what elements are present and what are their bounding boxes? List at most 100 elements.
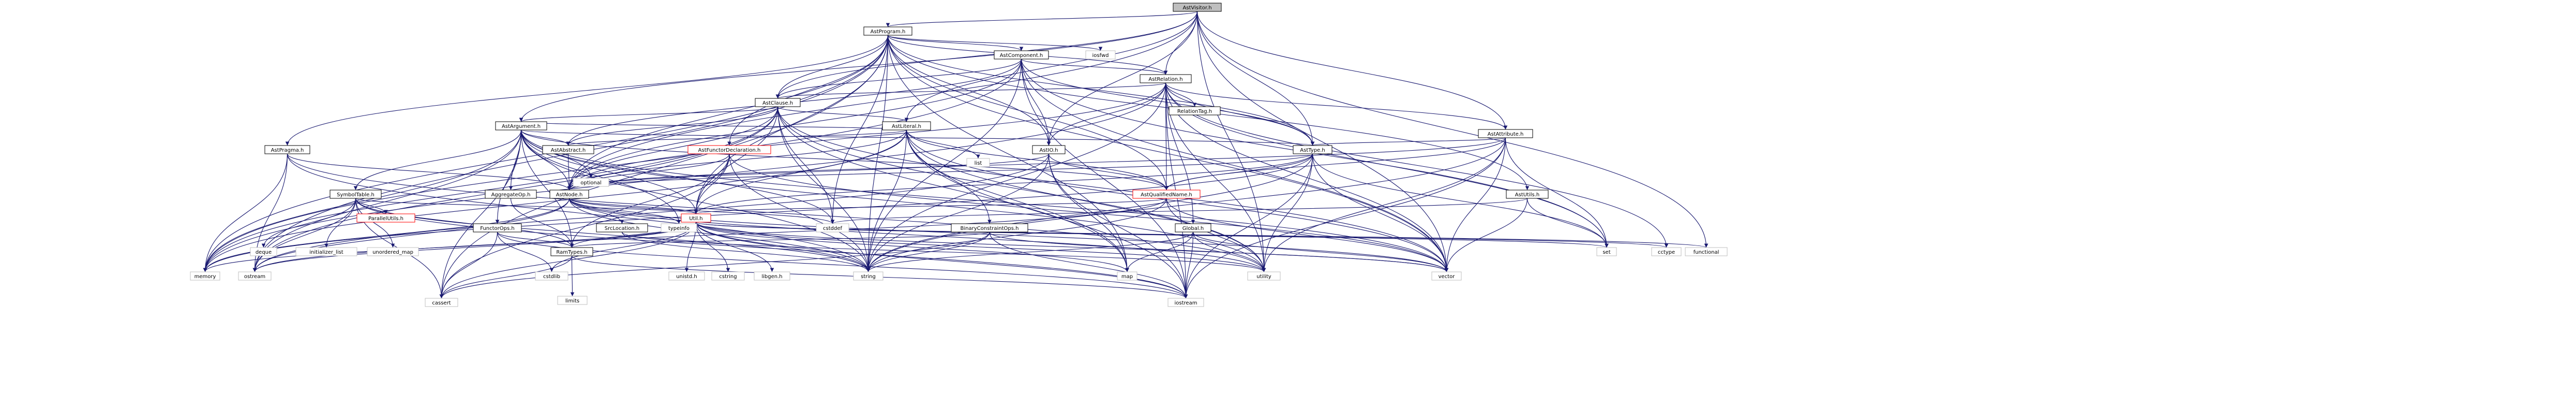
node-astfunctordeclaration-h[interactable]: AstFunctorDeclaration.h xyxy=(687,145,771,154)
edge-astcomponent-h-to-astrelation-h xyxy=(1021,59,1168,75)
node-label: AstProgram.h xyxy=(871,29,906,35)
node-astclause-h[interactable]: AstClause.h xyxy=(755,98,801,107)
node-srclocation-h[interactable]: SrcLocation.h xyxy=(596,223,648,233)
edge-util-h-to-utility xyxy=(695,222,1266,272)
node-astprogram-h[interactable]: AstProgram.h xyxy=(863,26,912,36)
node-astutils-h[interactable]: AstUtils.h xyxy=(1506,190,1549,199)
node-functorops-h[interactable]: FunctorOps.h xyxy=(473,223,522,233)
node-astnode-h[interactable]: AstNode.h xyxy=(549,190,589,199)
node-libgen-h: libgen.h xyxy=(754,271,790,281)
edge-astio-h-to-iostream xyxy=(1048,153,1188,299)
node-label: AstClause.h xyxy=(762,100,793,106)
node-box xyxy=(473,223,522,233)
node-box xyxy=(661,223,697,233)
node-box xyxy=(1117,271,1137,281)
node-label: Global.h xyxy=(1182,226,1204,231)
node-box xyxy=(1085,50,1116,60)
node-box xyxy=(238,271,272,281)
node-ostream: ostream xyxy=(238,271,272,281)
node-box xyxy=(1167,298,1204,307)
node-util-h[interactable]: Util.h xyxy=(681,213,711,223)
node-box xyxy=(863,26,912,36)
node-global-h[interactable]: Global.h xyxy=(1175,223,1211,233)
node-label: libgen.h xyxy=(761,274,782,280)
node-astliteral-h[interactable]: AstLiteral.h xyxy=(882,121,931,130)
node-astqualifiedname-h[interactable]: AstQualifiedName.h xyxy=(1132,190,1201,199)
node-astio-h[interactable]: AstIO.h xyxy=(1032,145,1066,154)
edge-asttype-h-to-astqualifiedname-h xyxy=(1164,153,1313,191)
node-astvisitor-h[interactable]: AstVisitor.h xyxy=(1173,3,1222,12)
node-label: unistd.h xyxy=(676,274,697,280)
node-ramtypes-h[interactable]: RamTypes.h xyxy=(550,247,593,256)
edge-astargument-h-to-memory xyxy=(203,129,522,272)
edge-functorops-h-to-iostream xyxy=(497,231,1188,299)
edge-srclocation-h-to-utility xyxy=(621,231,1266,272)
node-box xyxy=(1506,190,1549,199)
edge-astrelation-h-to-utility xyxy=(1165,82,1266,272)
node-label: list xyxy=(975,161,982,166)
node-iosfwd: iosfwd xyxy=(1085,50,1116,60)
node-astrelation-h[interactable]: AstRelation.h xyxy=(1140,74,1192,83)
node-iostream: iostream xyxy=(1167,298,1204,307)
node-binaryconstraintops-h[interactable]: BinaryConstraintOps.h xyxy=(951,223,1028,233)
edge-symboltable-h-to-string xyxy=(355,198,871,272)
edge-astattribute-h-to-vector xyxy=(1444,137,1506,272)
node-box xyxy=(1685,247,1728,256)
edge-astprogram-h-to-map xyxy=(887,35,1129,272)
node-optional: optional xyxy=(573,178,609,187)
edge-astrelation-h-to-astnode-h xyxy=(567,82,1166,191)
node-unistd-h: unistd.h xyxy=(668,271,705,281)
node-label: cstdlib xyxy=(543,274,560,280)
node-box xyxy=(596,223,648,233)
node-label: AstLiteral.h xyxy=(892,124,921,129)
node-box xyxy=(951,223,1028,233)
node-astpragma-h[interactable]: AstPragma.h xyxy=(264,145,310,154)
node-label: SymbolTable.h xyxy=(337,192,375,198)
node-astabstract-h[interactable]: AstAbstract.h xyxy=(542,145,594,154)
node-aggregateop-h[interactable]: AggregateOp.h xyxy=(485,190,537,199)
node-parallelutils-h[interactable]: ParallelUtils.h xyxy=(356,213,415,223)
edge-astargument-h-to-vector xyxy=(520,129,1449,272)
edge-asttype-h-to-utility xyxy=(1262,153,1313,272)
edge-functorops-h-to-cassert xyxy=(439,231,498,299)
edge-astliteral-h-to-string xyxy=(866,129,907,272)
node-astargument-h[interactable]: AstArgument.h xyxy=(495,121,547,130)
node-initializer-list: initializer_list xyxy=(295,247,357,256)
node-box xyxy=(668,271,705,281)
edge-astutils-h-to-vector xyxy=(1444,198,1528,272)
edge-global-h-to-utility xyxy=(1192,231,1266,272)
node-box xyxy=(1169,106,1221,115)
node-astattribute-h[interactable]: AstAttribute.h xyxy=(1478,129,1533,138)
node-astcomponent-h[interactable]: AstComponent.h xyxy=(994,50,1049,60)
edge-astclause-h-to-vector xyxy=(777,106,1449,272)
node-symboltable-h[interactable]: SymbolTable.h xyxy=(330,190,382,199)
edge-util-h-to-map xyxy=(695,222,1129,272)
node-relationtag-h[interactable]: RelationTag.h xyxy=(1169,106,1221,115)
node-asttype-h[interactable]: AstType.h xyxy=(1293,145,1332,154)
edge-ramtypes-h-to-cassert xyxy=(439,255,573,299)
node-box xyxy=(994,50,1049,60)
node-box xyxy=(1293,145,1332,154)
edge-astrelation-h-to-astattribute-h xyxy=(1165,82,1508,130)
node-box xyxy=(816,223,849,233)
edge-astargument-h-to-cassert xyxy=(439,129,522,299)
edge-util-h-to-vector xyxy=(695,222,1449,272)
node-typeinfo: typeinfo xyxy=(661,223,697,233)
node-label: iostream xyxy=(1175,300,1197,306)
edge-symboltable-h-to-ostream xyxy=(252,198,356,272)
edge-asttype-h-to-vector xyxy=(1312,153,1449,272)
node-label: iosfwd xyxy=(1092,53,1109,59)
edge-astio-h-to-astqualifiedname-h xyxy=(1048,153,1169,191)
node-set: set xyxy=(1596,247,1617,256)
edge-astcomponent-h-to-astclause-h xyxy=(775,59,1022,99)
edge-astclause-h-to-astabstract-h xyxy=(566,106,778,146)
edge-astfunctordeclaration-h-to-cassert xyxy=(439,153,730,299)
node-box xyxy=(535,271,568,281)
edge-astliteral-h-to-map xyxy=(906,129,1129,272)
node-label: initializer_list xyxy=(309,250,343,255)
node-utility: utility xyxy=(1247,271,1281,281)
node-box xyxy=(425,298,458,307)
node-box xyxy=(330,190,382,199)
edge-astnode-h-to-util-h xyxy=(568,198,698,214)
edge-global-h-to-map xyxy=(1125,231,1194,272)
